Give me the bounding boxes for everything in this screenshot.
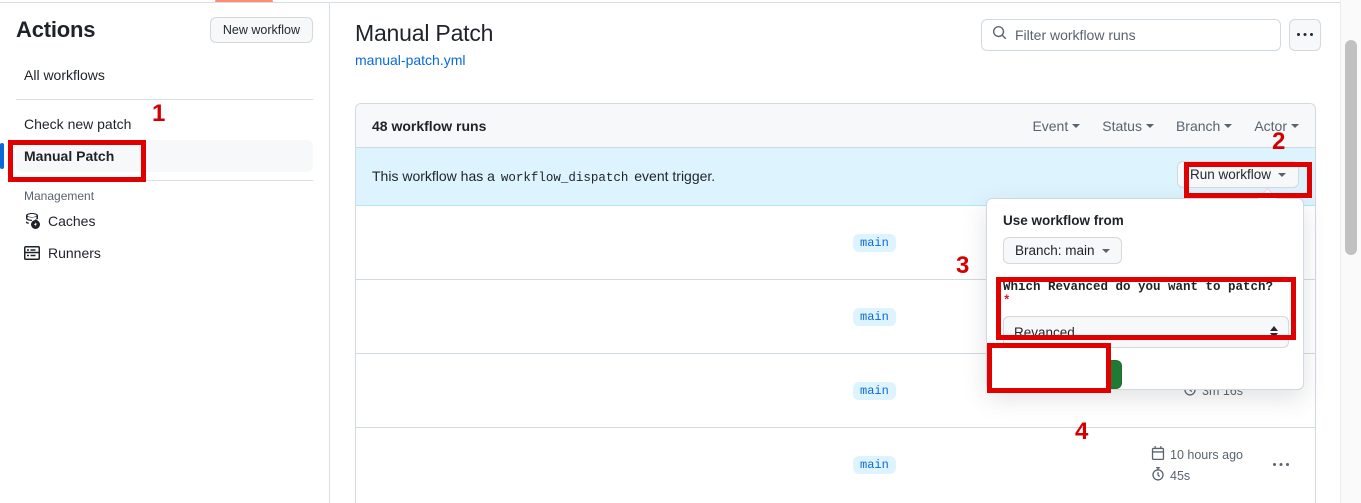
- sidebar-item-check-new-patch[interactable]: Check new patch: [16, 108, 313, 140]
- dispatch-text-after: event trigger.: [634, 168, 716, 184]
- search-placeholder: Filter workflow runs: [1015, 27, 1136, 43]
- sidebar-item-manual-patch[interactable]: Manual Patch: [0, 140, 313, 172]
- workflow-dispatch-banner: This workflow has a workflow_dispatch ev…: [356, 148, 1315, 206]
- branch-badge[interactable]: main: [853, 381, 896, 400]
- table-row[interactable]: main: [356, 280, 1315, 354]
- filter-branch[interactable]: Branch: [1175, 117, 1233, 134]
- sidebar-item-label: All workflows: [24, 67, 105, 83]
- run-workflow-button-label: Run workflow: [1189, 167, 1271, 182]
- dispatch-banner-text: This workflow has a workflow_dispatch ev…: [372, 168, 715, 185]
- input-question-text: Which Revanced do you want to patch?: [1003, 280, 1274, 294]
- sidebar-workflow-list: All workflows Check new patch Manual Pat…: [0, 59, 313, 269]
- sidebar-item-label: Caches: [48, 213, 96, 229]
- branch-badge[interactable]: main: [853, 307, 896, 326]
- actions-sidebar: Actions New workflow All workflows Check…: [0, 3, 330, 503]
- sidebar-section-management: Management: [24, 189, 95, 203]
- required-marker: *: [1003, 294, 1011, 308]
- cache-icon: [24, 213, 40, 229]
- dispatch-event-code: workflow_dispatch: [500, 171, 629, 185]
- sidebar-item-caches[interactable]: Caches: [16, 205, 313, 237]
- filter-actor-label: Actor: [1254, 117, 1287, 134]
- input-question-label: Which Revanced do you want to patch? *: [1003, 280, 1287, 308]
- active-tab-underline: [215, 0, 273, 3]
- filter-event-label: Event: [1032, 117, 1069, 134]
- sidebar-divider-1: [16, 99, 313, 100]
- sidebar-item-all-workflows[interactable]: All workflows: [16, 59, 313, 91]
- stopwatch-icon: [1151, 467, 1165, 484]
- sidebar-item-label: Manual Patch: [24, 148, 115, 164]
- calendar-icon: [1151, 446, 1165, 463]
- run-timestamp-text: 10 hours ago: [1170, 447, 1243, 462]
- branch-selector-label: Branch: main: [1015, 243, 1095, 258]
- sidebar-item-runners[interactable]: Runners: [16, 237, 313, 269]
- select-updown-icon: [1270, 326, 1278, 338]
- kebab-horizontal-icon[interactable]: [1289, 19, 1321, 51]
- table-row[interactable]: main: [356, 206, 1315, 280]
- main-content: Manual Patch manual-patch.yml Filter wor…: [331, 3, 1340, 503]
- dispatch-text-before: This workflow has a: [372, 168, 495, 184]
- filter-status-label: Status: [1102, 117, 1142, 134]
- workflow-runs-card: 48 workflow runs Event Status Branch: [355, 103, 1316, 503]
- row-kebab-menu-icon[interactable]: [1267, 451, 1295, 479]
- page-scrollbar[interactable]: [1340, 0, 1361, 503]
- search-input[interactable]: Filter workflow runs: [981, 19, 1281, 51]
- page-title: Actions: [16, 17, 96, 42]
- workflow-runs-count: 48 workflow runs: [372, 117, 487, 134]
- runs-filter-group: Event Status Branch Actor: [1032, 118, 1299, 134]
- search-icon: [992, 25, 1007, 45]
- revanced-select[interactable]: Revanced: [1003, 316, 1289, 348]
- revanced-select-value: Revanced: [1014, 324, 1075, 340]
- workflow-title: Manual Patch: [355, 20, 494, 46]
- header-divider: [0, 2, 1340, 3]
- chevron-down-icon: [1291, 123, 1299, 128]
- filter-event[interactable]: Event: [1032, 117, 1081, 134]
- use-workflow-from-label: Use workflow from: [1003, 213, 1124, 228]
- run-duration-text: 45s: [1170, 468, 1191, 483]
- sidebar-item-label: Runners: [48, 245, 101, 261]
- chevron-down-icon: [1101, 248, 1110, 253]
- chevron-down-icon: [1278, 172, 1286, 177]
- filter-actor[interactable]: Actor: [1254, 118, 1299, 134]
- run-duration: 45s: [1151, 467, 1190, 484]
- filter-branch-label: Branch: [1175, 117, 1221, 134]
- run-metadata: 10 hours ago 45s: [1151, 446, 1243, 484]
- table-row[interactable]: main 10 hours ago 45s: [356, 428, 1315, 502]
- runners-icon: [24, 245, 40, 261]
- branch-selector-button[interactable]: Branch: main: [1003, 237, 1122, 264]
- chevron-down-icon: [1072, 123, 1081, 128]
- workflow-file-link[interactable]: manual-patch.yml: [355, 51, 466, 68]
- chevron-down-icon: [1224, 123, 1233, 128]
- runs-header: 48 workflow runs Event Status Branch: [356, 104, 1315, 148]
- new-workflow-button[interactable]: New workflow: [209, 17, 313, 43]
- sidebar-item-label: Check new patch: [24, 116, 132, 132]
- sidebar-divider-2: [16, 180, 313, 181]
- scrollbar-thumb[interactable]: [1345, 40, 1357, 255]
- branch-badge[interactable]: main: [853, 233, 896, 252]
- run-workflow-dropdown-button[interactable]: Run workflow: [1176, 161, 1299, 188]
- filter-status[interactable]: Status: [1102, 118, 1154, 134]
- search-area: Filter workflow runs: [981, 19, 1321, 51]
- run-timestamp: 10 hours ago: [1151, 446, 1243, 463]
- chevron-down-icon: [1145, 123, 1154, 128]
- annotation-4-backdrop: [990, 346, 1108, 390]
- branch-badge[interactable]: main: [853, 456, 896, 474]
- sidebar-header: Actions New workflow: [16, 3, 313, 49]
